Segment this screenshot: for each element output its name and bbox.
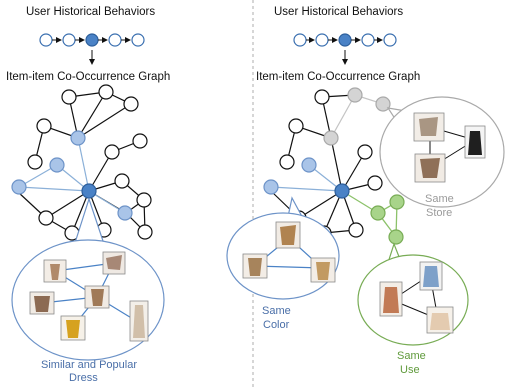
right-graph-title: Item-item Co-Occurrence Graph: [256, 71, 420, 83]
dress-thumbnail: [379, 281, 403, 317]
dress-thumbnail: [129, 300, 149, 342]
dress-thumbnail: [60, 315, 86, 341]
coat-thumbnail: [310, 257, 336, 283]
same-use-callout: [357, 242, 469, 346]
left-behavior-title: User Historical Behaviors: [26, 6, 155, 18]
dress-thumbnail: [464, 125, 486, 159]
right-behavior-title: User Historical Behaviors: [274, 6, 403, 18]
left-panel: User Historical Behaviors Item-item Co-O…: [6, 6, 170, 384]
left-graph-nodes: [11, 84, 153, 241]
store-caption-line2: Store: [426, 207, 452, 219]
left-caption-line1: Similar and Popular: [41, 359, 137, 371]
coat-thumbnail: [414, 153, 446, 183]
dress-thumbnail: [419, 261, 443, 291]
same-color-callout: [226, 196, 340, 300]
dress-thumbnail: [43, 259, 67, 283]
scarf-thumbnail: [102, 251, 126, 275]
right-behavior-sequence: [293, 33, 397, 47]
dress-thumbnail: [242, 253, 268, 279]
left-similar-callout: [11, 197, 165, 361]
scarf-thumbnail: [275, 221, 301, 249]
coat-thumbnail: [413, 112, 445, 142]
color-caption-line2: Color: [263, 319, 290, 331]
use-caption-line2: Use: [400, 364, 420, 376]
color-caption-line1: Same: [262, 305, 291, 317]
coat-thumbnail: [29, 291, 55, 315]
same-store-callout: [379, 96, 505, 208]
dress-thumbnail: [84, 285, 110, 309]
use-caption-line1: Same: [397, 350, 426, 362]
left-behavior-sequence: [39, 33, 145, 47]
skirt-thumbnail: [426, 306, 454, 334]
left-caption-line2: Dress: [69, 372, 98, 384]
store-caption-line1: Same: [425, 193, 454, 205]
left-graph-title: Item-item Co-Occurrence Graph: [6, 71, 170, 83]
right-panel: User Historical Behaviors Item-item Co-O…: [226, 6, 505, 376]
